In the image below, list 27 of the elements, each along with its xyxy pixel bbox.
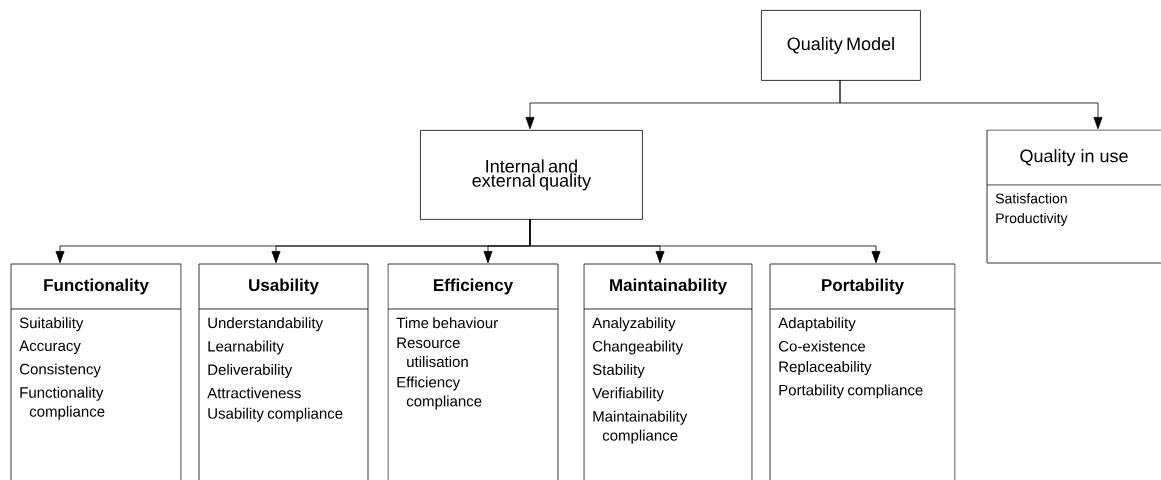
arrow bbox=[839, 79, 1103, 130]
list-item: Analyzability bbox=[592, 317, 676, 332]
list-item: Usability compliance bbox=[208, 407, 343, 422]
list-item: Portability compliance bbox=[779, 384, 923, 399]
list-item: Attractiveness bbox=[207, 387, 301, 399]
list-item: Co-existence bbox=[779, 340, 866, 352]
list-item: Satisfaction bbox=[995, 193, 1067, 204]
arrow bbox=[529, 218, 881, 264]
list-item: Consistency bbox=[19, 363, 101, 378]
concept-box: Internal and external quality bbox=[420, 130, 643, 220]
list-item: Efficiency compliance bbox=[397, 376, 482, 410]
list-item: Maintainability compliance bbox=[593, 410, 688, 444]
list-item: Accuracy bbox=[19, 340, 81, 354]
list-item: Changeability bbox=[593, 340, 684, 355]
list-item: Time behaviour bbox=[396, 317, 498, 329]
list-item: Learnability bbox=[208, 340, 284, 355]
list-item: Stability bbox=[592, 363, 645, 378]
list-item: Functionality compliance bbox=[20, 386, 105, 420]
list-item: Suitability bbox=[19, 317, 84, 332]
list-item: Replaceability bbox=[779, 361, 872, 375]
list-item: Understandability bbox=[208, 317, 324, 332]
list-item: Resource utilisation bbox=[397, 337, 468, 368]
list-item: Productivity bbox=[996, 212, 1068, 226]
list-item: Adaptability bbox=[778, 317, 856, 332]
list-item: Deliverability bbox=[208, 363, 293, 378]
concept-box: Quality Model bbox=[761, 10, 921, 81]
list-item: Verifiability bbox=[592, 387, 664, 402]
